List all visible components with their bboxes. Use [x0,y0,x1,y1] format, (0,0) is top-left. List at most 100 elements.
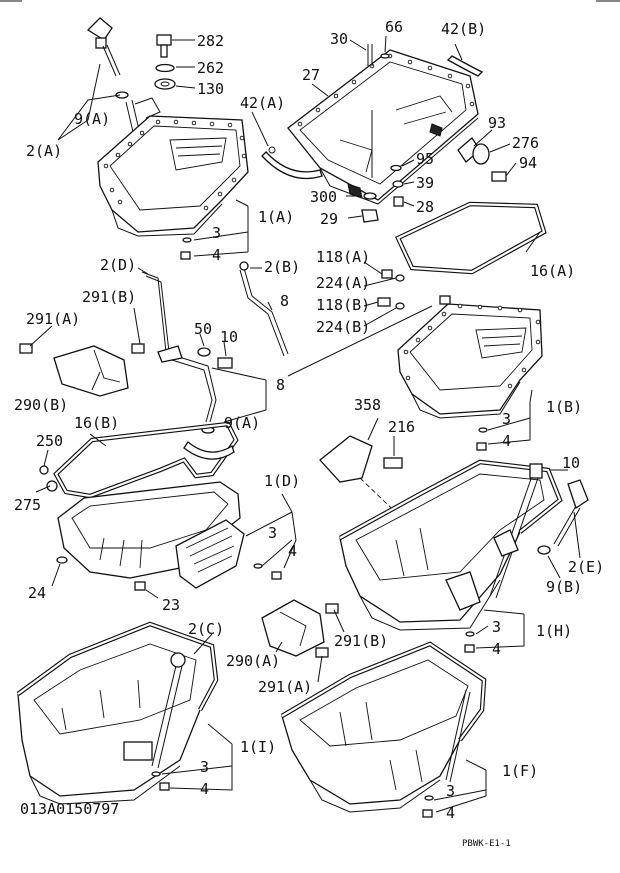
label-276: 276 [512,134,539,152]
label-3-d: 3 [268,524,277,542]
gasket-276 [472,143,490,165]
label-30: 30 [330,30,348,48]
label-2d: 2(D) [100,256,136,274]
label-3-i: 3 [200,758,209,776]
flange-holes-1a [103,119,247,211]
washer-300 [363,192,377,200]
leader-lines [29,35,581,813]
leader-8-to-1b [287,305,433,377]
label-10-a: 10 [220,328,238,346]
label-94: 94 [519,154,537,172]
label-16a: 16(A) [530,262,575,280]
plug-28 [393,196,404,207]
label-28: 28 [416,198,434,216]
label-2b: 2(B) [264,258,300,276]
label-9a-mid: 9(A) [224,414,260,432]
seal-42b [446,55,484,77]
oil-pan-1f [280,641,487,818]
nut-29 [361,209,379,223]
sheet-code: PBWK-E1-1 [462,839,511,849]
washer-262 [155,63,175,73]
label-24: 24 [28,584,46,602]
label-39: 39 [416,174,434,192]
label-1f: 1(F) [502,762,538,780]
washer-95 [390,164,402,172]
label-130: 130 [197,80,224,98]
label-4-f: 4 [446,804,455,822]
tube-bracket [134,97,161,119]
label-291b-bot: 291(B) [334,632,388,650]
gasket-16b [53,421,239,499]
flange-holes-1b [403,303,541,389]
label-1i: 1(I) [240,738,276,756]
part-labels: 282 262 130 9(A) 2(A) 30 66 42(B) 27 42(… [14,18,604,822]
label-1h: 1(H) [536,622,572,640]
dipstick-2a [86,17,121,77]
label-2c: 2(C) [188,620,224,638]
bracket-358 [319,435,373,483]
bolt-216 [383,457,403,469]
label-10-b: 10 [562,454,580,472]
label-250: 250 [36,432,63,450]
label-118b: 118(B) [316,296,370,314]
label-275: 275 [14,496,41,514]
bolt-282 [156,34,172,58]
label-8-b: 8 [276,376,285,394]
upper-pan-27 [261,44,507,223]
label-16b: 16(B) [74,414,119,432]
label-42b: 42(B) [441,20,486,38]
label-216: 216 [388,418,415,436]
o-ring-9a [115,91,129,99]
washer-39 [392,180,404,188]
drawing-number: 013A0150797 [20,800,119,818]
label-1b: 1(B) [546,398,582,416]
oil-pan-1i [16,621,219,805]
label-4-b: 4 [502,432,511,450]
drain-plug-4a [180,251,191,260]
oil-pan-1h [319,435,589,653]
label-1d: 1(D) [264,472,300,490]
label-262: 262 [197,59,224,77]
washer-3a [182,237,192,243]
label-224b: 224(B) [316,318,370,336]
label-95: 95 [416,150,434,168]
label-291a-bot: 291(A) [258,678,312,696]
label-3-h: 3 [492,618,501,636]
label-50: 50 [194,320,212,338]
label-4-h: 4 [492,640,501,658]
label-9b: 9(B) [546,578,582,596]
label-3-b: 3 [502,410,511,428]
label-42a: 42(A) [240,94,285,112]
label-291a-top: 291(A) [26,310,80,328]
label-224a: 224(A) [316,274,370,292]
label-93: 93 [488,114,506,132]
label-358: 358 [354,396,381,414]
label-4-i: 4 [200,780,209,798]
label-23: 23 [162,596,180,614]
label-27: 27 [302,66,320,84]
oil-pan-1b [397,295,543,451]
seal-42a [261,151,323,180]
label-66: 66 [385,18,403,36]
label-29: 29 [320,210,338,228]
label-3-f: 3 [446,782,455,800]
oil-pan-1a [86,17,249,260]
label-9a-top: 9(A) [74,110,110,128]
label-8-a: 8 [280,292,289,310]
label-4-a: 4 [212,246,221,264]
label-118a: 118(A) [316,248,370,266]
oil-pan-1d [39,465,282,591]
bracket-290a [261,599,339,658]
label-1a: 1(A) [258,208,294,226]
fittings-118-224 [377,269,405,310]
label-2e: 2(E) [568,558,604,576]
bolt-94 [491,171,507,182]
label-3-a: 3 [212,224,221,242]
gasket-16a [395,201,547,275]
label-290a: 290(A) [226,652,280,670]
label-291b-top: 291(B) [82,288,136,306]
label-282: 282 [197,32,224,50]
washer-66 [380,53,390,59]
label-300: 300 [310,188,337,206]
